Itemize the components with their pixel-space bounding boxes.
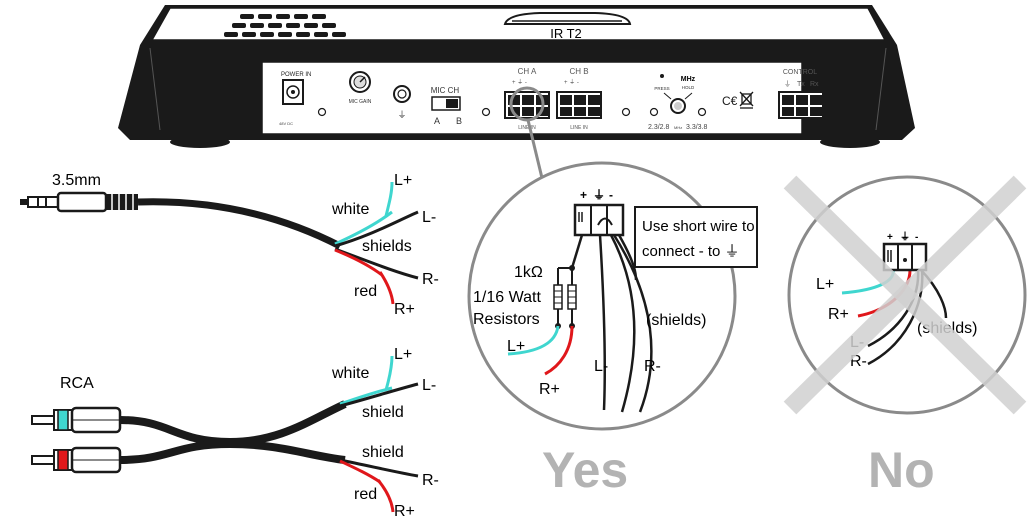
svg-text:R-: R- [422,271,439,288]
svg-text:LINE IN: LINE IN [518,125,536,131]
power-in-label: POWER IN [281,72,311,78]
svg-text:R-: R- [422,472,439,489]
mic-ch-label: MIC CH [431,86,460,95]
cable-35mm-title: 3.5mm [52,172,101,189]
svg-text:⏚: ⏚ [397,110,406,120]
svg-text:1kΩ: 1kΩ [514,264,543,281]
cable-35mm: 3.5mm white L+ L- shields R- red R+ [20,172,439,318]
svg-text:1/16 Watt: 1/16 Watt [473,289,541,306]
svg-text:R+: R+ [539,381,560,398]
yes-detail: + ⏚ - Use short wire to connect - to ⏚ [467,86,758,498]
ch-b-label: CH B [569,67,588,76]
svg-text:R+: R+ [394,503,415,520]
svg-text:2.3/2.8: 2.3/2.8 [648,124,670,131]
svg-text:+ ⏚ -: + ⏚ - [564,79,579,86]
weee-icon [739,91,754,109]
svg-text:L+: L+ [816,276,834,293]
ch-a-label: CH A [518,67,537,76]
svg-text:L+: L+ [394,172,412,189]
cable-rca-title: RCA [60,375,94,392]
svg-text:LINE IN: LINE IN [570,125,588,131]
mic-gain-label: MIC GAIN [349,99,372,105]
svg-text:Resistors: Resistors [473,311,540,328]
power-sub-label: 48V DC [279,121,293,126]
svg-text:connect - to ⏚: connect - to ⏚ [642,243,740,260]
no-verdict: No [868,442,935,498]
svg-text:L-: L- [422,209,436,226]
svg-text:shield: shield [362,404,404,421]
rear-panel [261,61,803,135]
svg-text:+ ⏚ -: + ⏚ - [512,79,527,86]
device-rear-panel: IR T2 POWER IN 48V DC MIC GAIN ⏚ MIC CH … [118,5,915,148]
ir-window [503,12,632,25]
svg-text:⏚: ⏚ [784,80,791,88]
svg-text:-: - [609,188,613,202]
yes-verdict: Yes [542,442,628,498]
svg-text:⏚: ⏚ [900,231,910,243]
svg-text:B: B [456,116,462,126]
svg-text:+: + [580,188,587,202]
speaker-grille [224,14,346,37]
svg-text:(shields): (shields) [646,312,706,329]
ce-mark: C€ [722,94,738,108]
model-label: IR T2 [550,26,582,41]
svg-text:Use short wire to: Use short wire to [642,218,755,235]
svg-text:-: - [915,232,918,243]
svg-text:HOLD: HOLD [682,85,695,90]
svg-text:white: white [331,365,369,382]
svg-text:shield: shield [362,444,404,461]
svg-text:MHz: MHz [674,125,682,130]
svg-text:3.3/3.8: 3.3/3.8 [686,124,708,131]
svg-text:⏚: ⏚ [593,188,605,202]
svg-text:MHz: MHz [681,76,696,83]
svg-text:R-: R- [644,358,661,375]
svg-text:red: red [354,283,377,300]
svg-text:Rx: Rx [810,81,819,88]
no-detail: + ⏚ - L+ R+ (shields) L- R- No [783,175,1027,498]
svg-text:A: A [434,116,440,126]
svg-text:L-: L- [594,358,608,375]
svg-text:L+: L+ [394,346,412,363]
cable-rca: RCA white L+ L- shield shield R- red R+ [31,346,439,520]
cross-mark-b [783,175,1027,415]
svg-text:red: red [354,486,377,503]
svg-text:R+: R+ [828,306,849,323]
device-foot-right [820,136,880,148]
svg-text:PRESS: PRESS [654,86,669,91]
svg-text:shields: shields [362,238,412,255]
control-label: CONTROL [783,69,817,76]
svg-text:+: + [887,232,893,243]
callout-box [634,206,758,268]
svg-text:L-: L- [422,377,436,394]
svg-text:Tx: Tx [797,81,805,88]
svg-text:white: white [331,201,369,218]
svg-text:L+: L+ [507,338,525,355]
yes-terminal-block [573,203,625,237]
svg-text:R+: R+ [394,301,415,318]
device-foot-left [170,136,230,148]
